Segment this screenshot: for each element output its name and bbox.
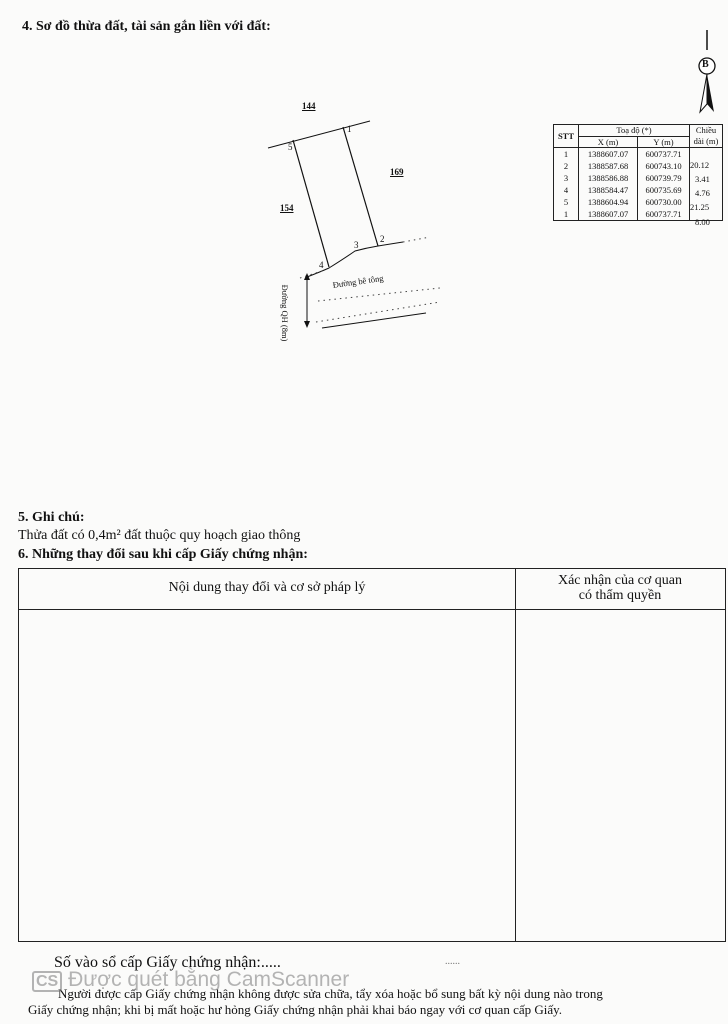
stt: 1 — [553, 147, 579, 160]
parcel-169: 169 — [390, 167, 404, 177]
boundary-top — [267, 120, 371, 149]
header-x: X (m) — [578, 135, 638, 148]
header-y: Y (m) — [637, 135, 690, 148]
coordinate-table: STT Toạ độ (*) Chiều dài (m) X (m) Y (m)… — [553, 124, 723, 221]
x: 1388586.88 — [578, 172, 638, 184]
length-5-1: 8.00 — [695, 217, 710, 227]
point-3: 3 — [354, 240, 359, 250]
footer-note-line2: Giấy chứng nhận; khi bị mất hoặc hư hỏng… — [28, 1002, 563, 1017]
footer-note-line1: Người được cấp Giấy chứng nhận không đượ… — [58, 986, 603, 1001]
parcel-144: 144 — [302, 101, 316, 111]
section-5-note: Thửa đất có 0,4m² đất thuộc quy hoạch gi… — [18, 528, 301, 543]
header-length: Chiều dài (m) — [689, 124, 723, 148]
point-4: 4 — [319, 260, 324, 270]
length-3-4: 4.76 — [695, 188, 710, 198]
parcel-diagram — [267, 120, 441, 329]
registry-number: Số vào sổ cấp Giấy chứng nhận:..... — [54, 954, 281, 971]
y: 600735.69 — [637, 184, 690, 196]
x: 1388604.94 — [578, 196, 638, 208]
x: 1388607.07 — [578, 147, 638, 160]
x: 1388584.47 — [578, 184, 638, 196]
y: 600739.79 — [637, 172, 690, 184]
x: 1388587.68 — [578, 160, 638, 172]
header-stt: STT — [553, 124, 579, 148]
header-confirmation-line2: có thẩm quyền — [578, 588, 662, 603]
y: 600737.71 — [637, 147, 690, 160]
planned-road-label: Đường QH (8m) — [280, 284, 290, 342]
y: 600737.71 — [637, 208, 690, 221]
stt: 1 — [553, 208, 579, 221]
north-label: B — [702, 59, 709, 70]
boundary-bottom — [306, 241, 404, 278]
point-5: 5 — [288, 142, 293, 152]
watermark-text: Được quét bằng CamScanner — [68, 968, 350, 991]
boundary-left — [292, 139, 330, 268]
section-5-title: 5. Ghi chú: — [18, 510, 85, 525]
camscanner-logo-icon: CS — [32, 971, 63, 992]
x: 1388607.07 — [578, 208, 638, 221]
road-edge — [321, 312, 427, 329]
point-1: 1 — [347, 124, 352, 134]
header-confirmation: Xác nhận của cơ quan có thẩm quyền — [515, 573, 725, 603]
stt: 4 — [553, 184, 579, 196]
road-edge-dotted — [317, 287, 441, 302]
boundary-right — [342, 126, 379, 247]
length-1-2: 20.12 — [690, 160, 710, 170]
registry-dots: ...... — [445, 956, 460, 967]
y: 600730.00 — [637, 196, 690, 208]
length-4-5: 21.25 — [690, 202, 710, 212]
stt: 2 — [553, 160, 579, 172]
point-2: 2 — [380, 234, 385, 244]
header-coords: Toạ độ (*) — [578, 124, 690, 137]
stt: 3 — [553, 172, 579, 184]
header-confirmation-line1: Xác nhận của cơ quan — [557, 573, 682, 588]
stt: 5 — [553, 196, 579, 208]
header-change-content: Nội dung thay đổi và cơ sở pháp lý — [168, 580, 366, 595]
section-6-title: 6. Những thay đổi sau khi cấp Giấy chứng… — [18, 547, 308, 562]
section-4-title: 4. Sơ đồ thừa đất, tài sản gắn liền với … — [22, 19, 271, 34]
parcel-154: 154 — [280, 203, 294, 213]
length-2-3: 3.41 — [695, 174, 710, 184]
changes-table: Nội dung thay đổi và cơ sở pháp lý Xác n… — [18, 568, 726, 942]
y: 600743.10 — [637, 160, 690, 172]
north-arrow-icon — [698, 30, 716, 114]
camscanner-watermark: CS Được quét bằng CamScanner — [32, 968, 349, 992]
